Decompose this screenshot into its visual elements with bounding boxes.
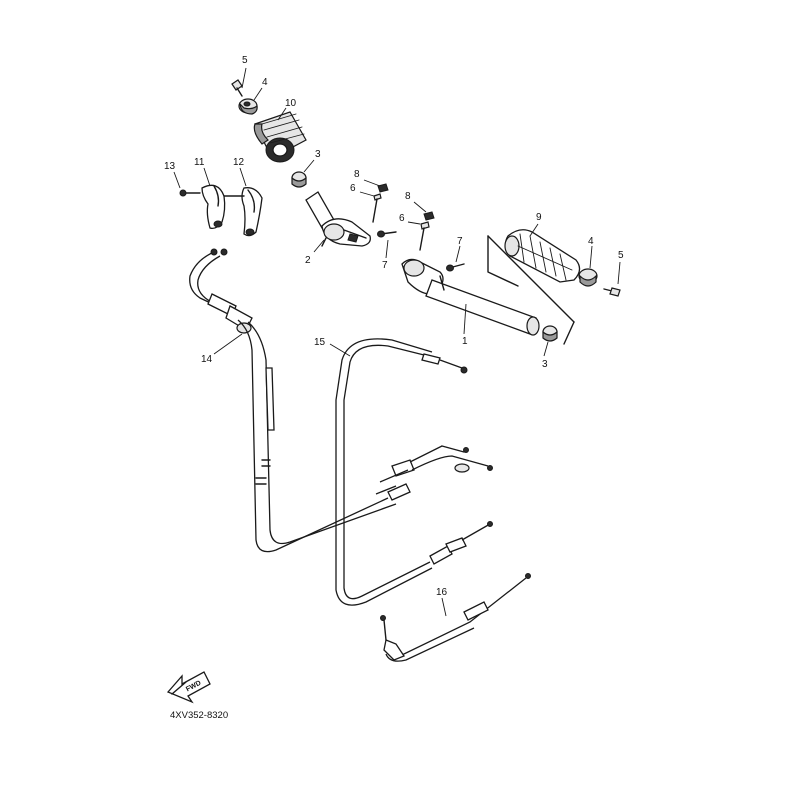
diagram-id: 4XV352-8320 bbox=[170, 710, 228, 721]
part-2-housing[interactable] bbox=[305, 191, 371, 247]
callout-6-a: 6 bbox=[350, 183, 356, 194]
leader-lines bbox=[173, 67, 621, 617]
callout-15: 15 bbox=[314, 337, 326, 348]
callout-13: 13 bbox=[164, 161, 176, 172]
part-1-handlebar[interactable] bbox=[401, 258, 540, 336]
callout-10: 10 bbox=[285, 98, 297, 109]
grip-assembly-outline bbox=[487, 235, 575, 345]
callout-4-top: 4 bbox=[262, 77, 268, 88]
part-13-bolt[interactable] bbox=[179, 189, 201, 197]
part-8-screw-a[interactable] bbox=[377, 183, 389, 193]
fwd-arrow-icon: FWD bbox=[166, 671, 211, 704]
part-15-clutch-cable[interactable] bbox=[335, 338, 493, 606]
callout-6-b: 6 bbox=[399, 213, 405, 224]
callout-11: 11 bbox=[194, 157, 205, 168]
part-8-screw-b[interactable] bbox=[423, 211, 435, 221]
part-16-cable[interactable] bbox=[380, 573, 531, 662]
callout-1: 1 bbox=[462, 336, 468, 347]
part-12-holder[interactable] bbox=[223, 187, 263, 237]
callout-4-right: 4 bbox=[588, 236, 594, 247]
part-11-holder[interactable] bbox=[201, 184, 226, 230]
callout-14: 14 bbox=[201, 354, 213, 365]
callout-12: 12 bbox=[233, 157, 245, 168]
part-5-bolt-right[interactable] bbox=[603, 287, 621, 297]
callout-2: 2 bbox=[305, 255, 311, 266]
callout-16: 16 bbox=[436, 587, 448, 598]
callout-labels: 5 4 10 3 13 11 12 8 6 8 6 9 4 5 7 2 7 1 … bbox=[164, 55, 624, 598]
part-4-weight-top[interactable] bbox=[238, 98, 258, 115]
callout-5-right: 5 bbox=[618, 250, 624, 261]
callout-3-top: 3 bbox=[315, 149, 321, 160]
part-9-grip[interactable] bbox=[504, 229, 581, 283]
callout-3-right: 3 bbox=[542, 359, 548, 370]
callout-8-b: 8 bbox=[405, 191, 411, 202]
part-4-weight-right[interactable] bbox=[578, 268, 598, 287]
part-14-throttle-cable[interactable] bbox=[189, 248, 493, 553]
part-6-screw-a[interactable] bbox=[372, 193, 382, 223]
part-3-spacer-right[interactable] bbox=[542, 325, 558, 342]
part-3-spacer-top[interactable] bbox=[291, 171, 307, 188]
callout-8-a: 8 bbox=[354, 169, 360, 180]
part-7-bolt-left[interactable] bbox=[377, 230, 397, 238]
part-5-bolt-top[interactable] bbox=[231, 79, 243, 97]
callout-9: 9 bbox=[536, 212, 542, 223]
part-7-bolt-right[interactable] bbox=[446, 263, 465, 272]
callout-7-right: 7 bbox=[457, 236, 463, 247]
callout-7-left: 7 bbox=[382, 260, 388, 271]
part-6-screw-b[interactable] bbox=[419, 221, 430, 251]
callout-5-top: 5 bbox=[242, 55, 248, 66]
part-10-throttle-grip[interactable] bbox=[253, 111, 307, 163]
